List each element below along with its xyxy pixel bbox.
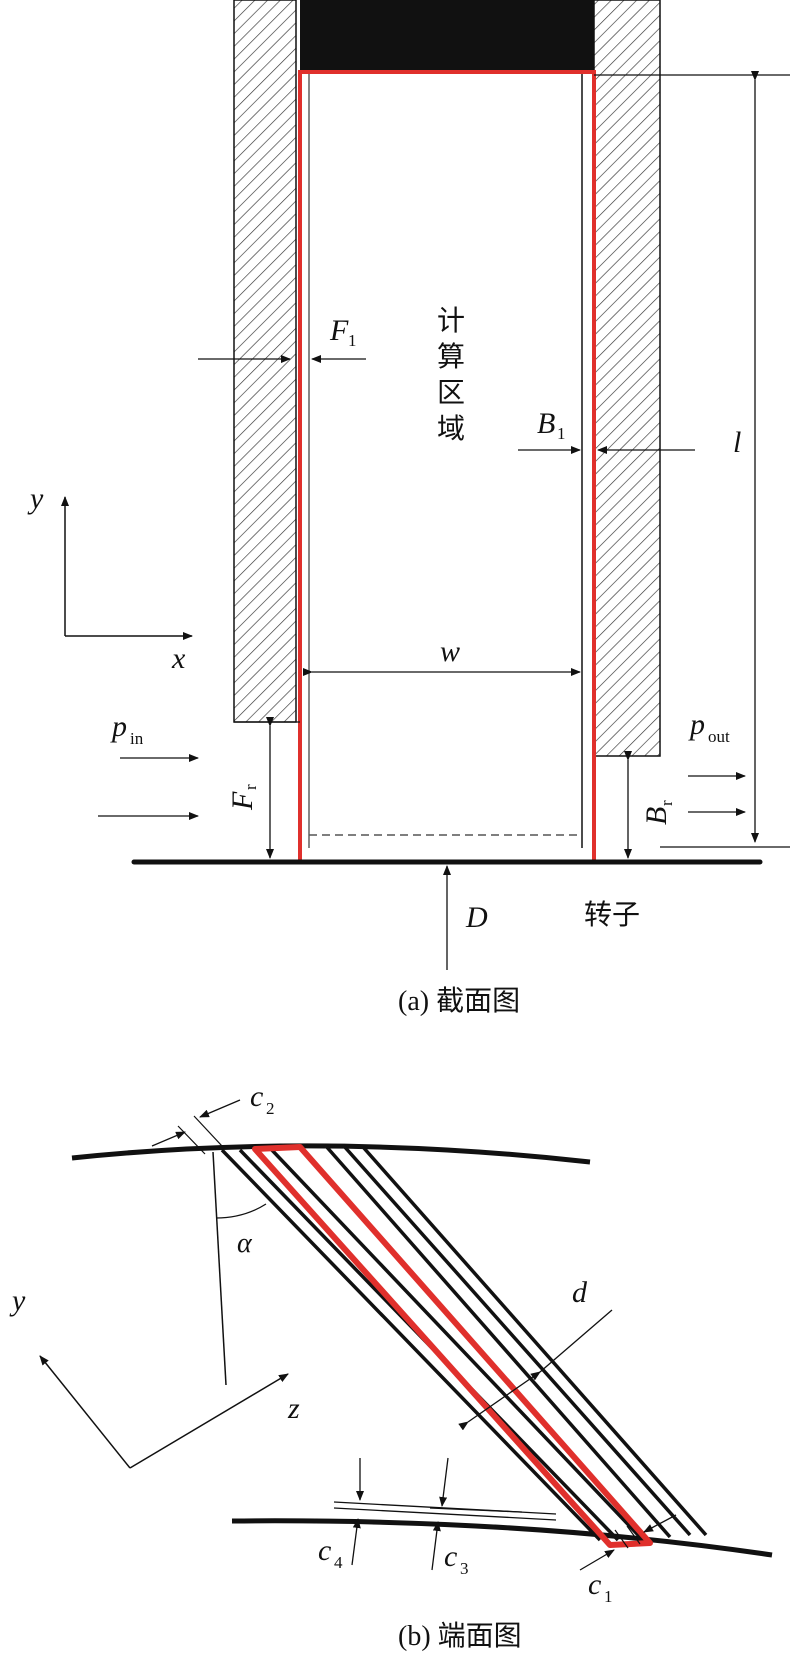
svg-text:区: 区 — [437, 376, 465, 409]
svg-text:计: 计 — [437, 304, 465, 337]
front-plate — [233, 0, 297, 723]
label-Fr-sub: r — [241, 784, 260, 790]
label-c4: c — [318, 1534, 331, 1567]
label-B1-sub: 1 — [557, 424, 566, 443]
label-axis-x: x — [171, 642, 186, 675]
end-view: α c 2 d y z c 4 c 3 — [9, 1080, 773, 1652]
label-rotor: 转子 — [584, 898, 640, 931]
label-Br-sub: r — [657, 800, 676, 806]
label-B1: B — [537, 407, 555, 440]
label-Br: B — [640, 807, 673, 825]
label-pout-sub: out — [708, 727, 730, 746]
arrow-c4-bottom — [351, 1518, 361, 1566]
label-axis-y-b: y — [9, 1284, 26, 1317]
label-alpha: α — [237, 1228, 253, 1259]
label-axis-z-b: z — [287, 1392, 300, 1425]
axis-y-b — [39, 1355, 131, 1469]
label-w: w — [440, 635, 460, 668]
leader-d — [539, 1309, 613, 1373]
back-plate — [593, 0, 661, 757]
label-c4-sub: 4 — [334, 1553, 343, 1572]
caption-b: (b) 端面图 — [398, 1620, 522, 1652]
axis-z-b — [129, 1373, 289, 1469]
caption-a: (a) 截面图 — [398, 985, 520, 1017]
arrow-c3-bottom — [431, 1521, 441, 1571]
label-pout: p — [688, 708, 705, 741]
region-label: 计 算 区 域 — [437, 304, 465, 445]
label-F1: F — [329, 314, 349, 347]
label-axis-y: y — [27, 482, 44, 515]
label-pin: p — [110, 710, 127, 743]
label-c1-sub: 1 — [604, 1587, 613, 1606]
section-view: l F 1 B 1 计 算 区 域 w y x p in — [27, 0, 790, 1017]
lower-arc — [231, 1518, 773, 1558]
label-l: l — [733, 426, 741, 459]
arrow-c2-left — [151, 1131, 186, 1147]
label-c2: c — [250, 1080, 263, 1113]
label-Fr: F — [226, 791, 259, 811]
label-c1: c — [588, 1568, 601, 1601]
computational-domain-box — [298, 70, 596, 864]
clamp-block — [300, 0, 594, 72]
label-c2-sub: 2 — [266, 1099, 275, 1118]
arrow-c3-top — [439, 1457, 449, 1507]
svg-text:域: 域 — [437, 412, 465, 445]
label-c3-sub: 3 — [460, 1559, 469, 1578]
arrow-c2-right — [199, 1099, 241, 1118]
arrow-c1-right — [643, 1514, 677, 1533]
arrow-c1-left — [579, 1549, 615, 1571]
label-c3: c — [444, 1540, 457, 1573]
vertical-reference — [212, 1151, 227, 1386]
label-pin-sub: in — [130, 729, 144, 748]
clearance-lines — [333, 1501, 557, 1521]
alpha-arc — [215, 1203, 267, 1219]
svg-text:算: 算 — [437, 340, 465, 373]
dimension-d — [458, 1371, 541, 1431]
label-F1-sub: 1 — [348, 331, 357, 350]
bristle-lines — [220, 1143, 708, 1542]
label-D: D — [465, 901, 488, 934]
label-d: d — [572, 1276, 588, 1309]
